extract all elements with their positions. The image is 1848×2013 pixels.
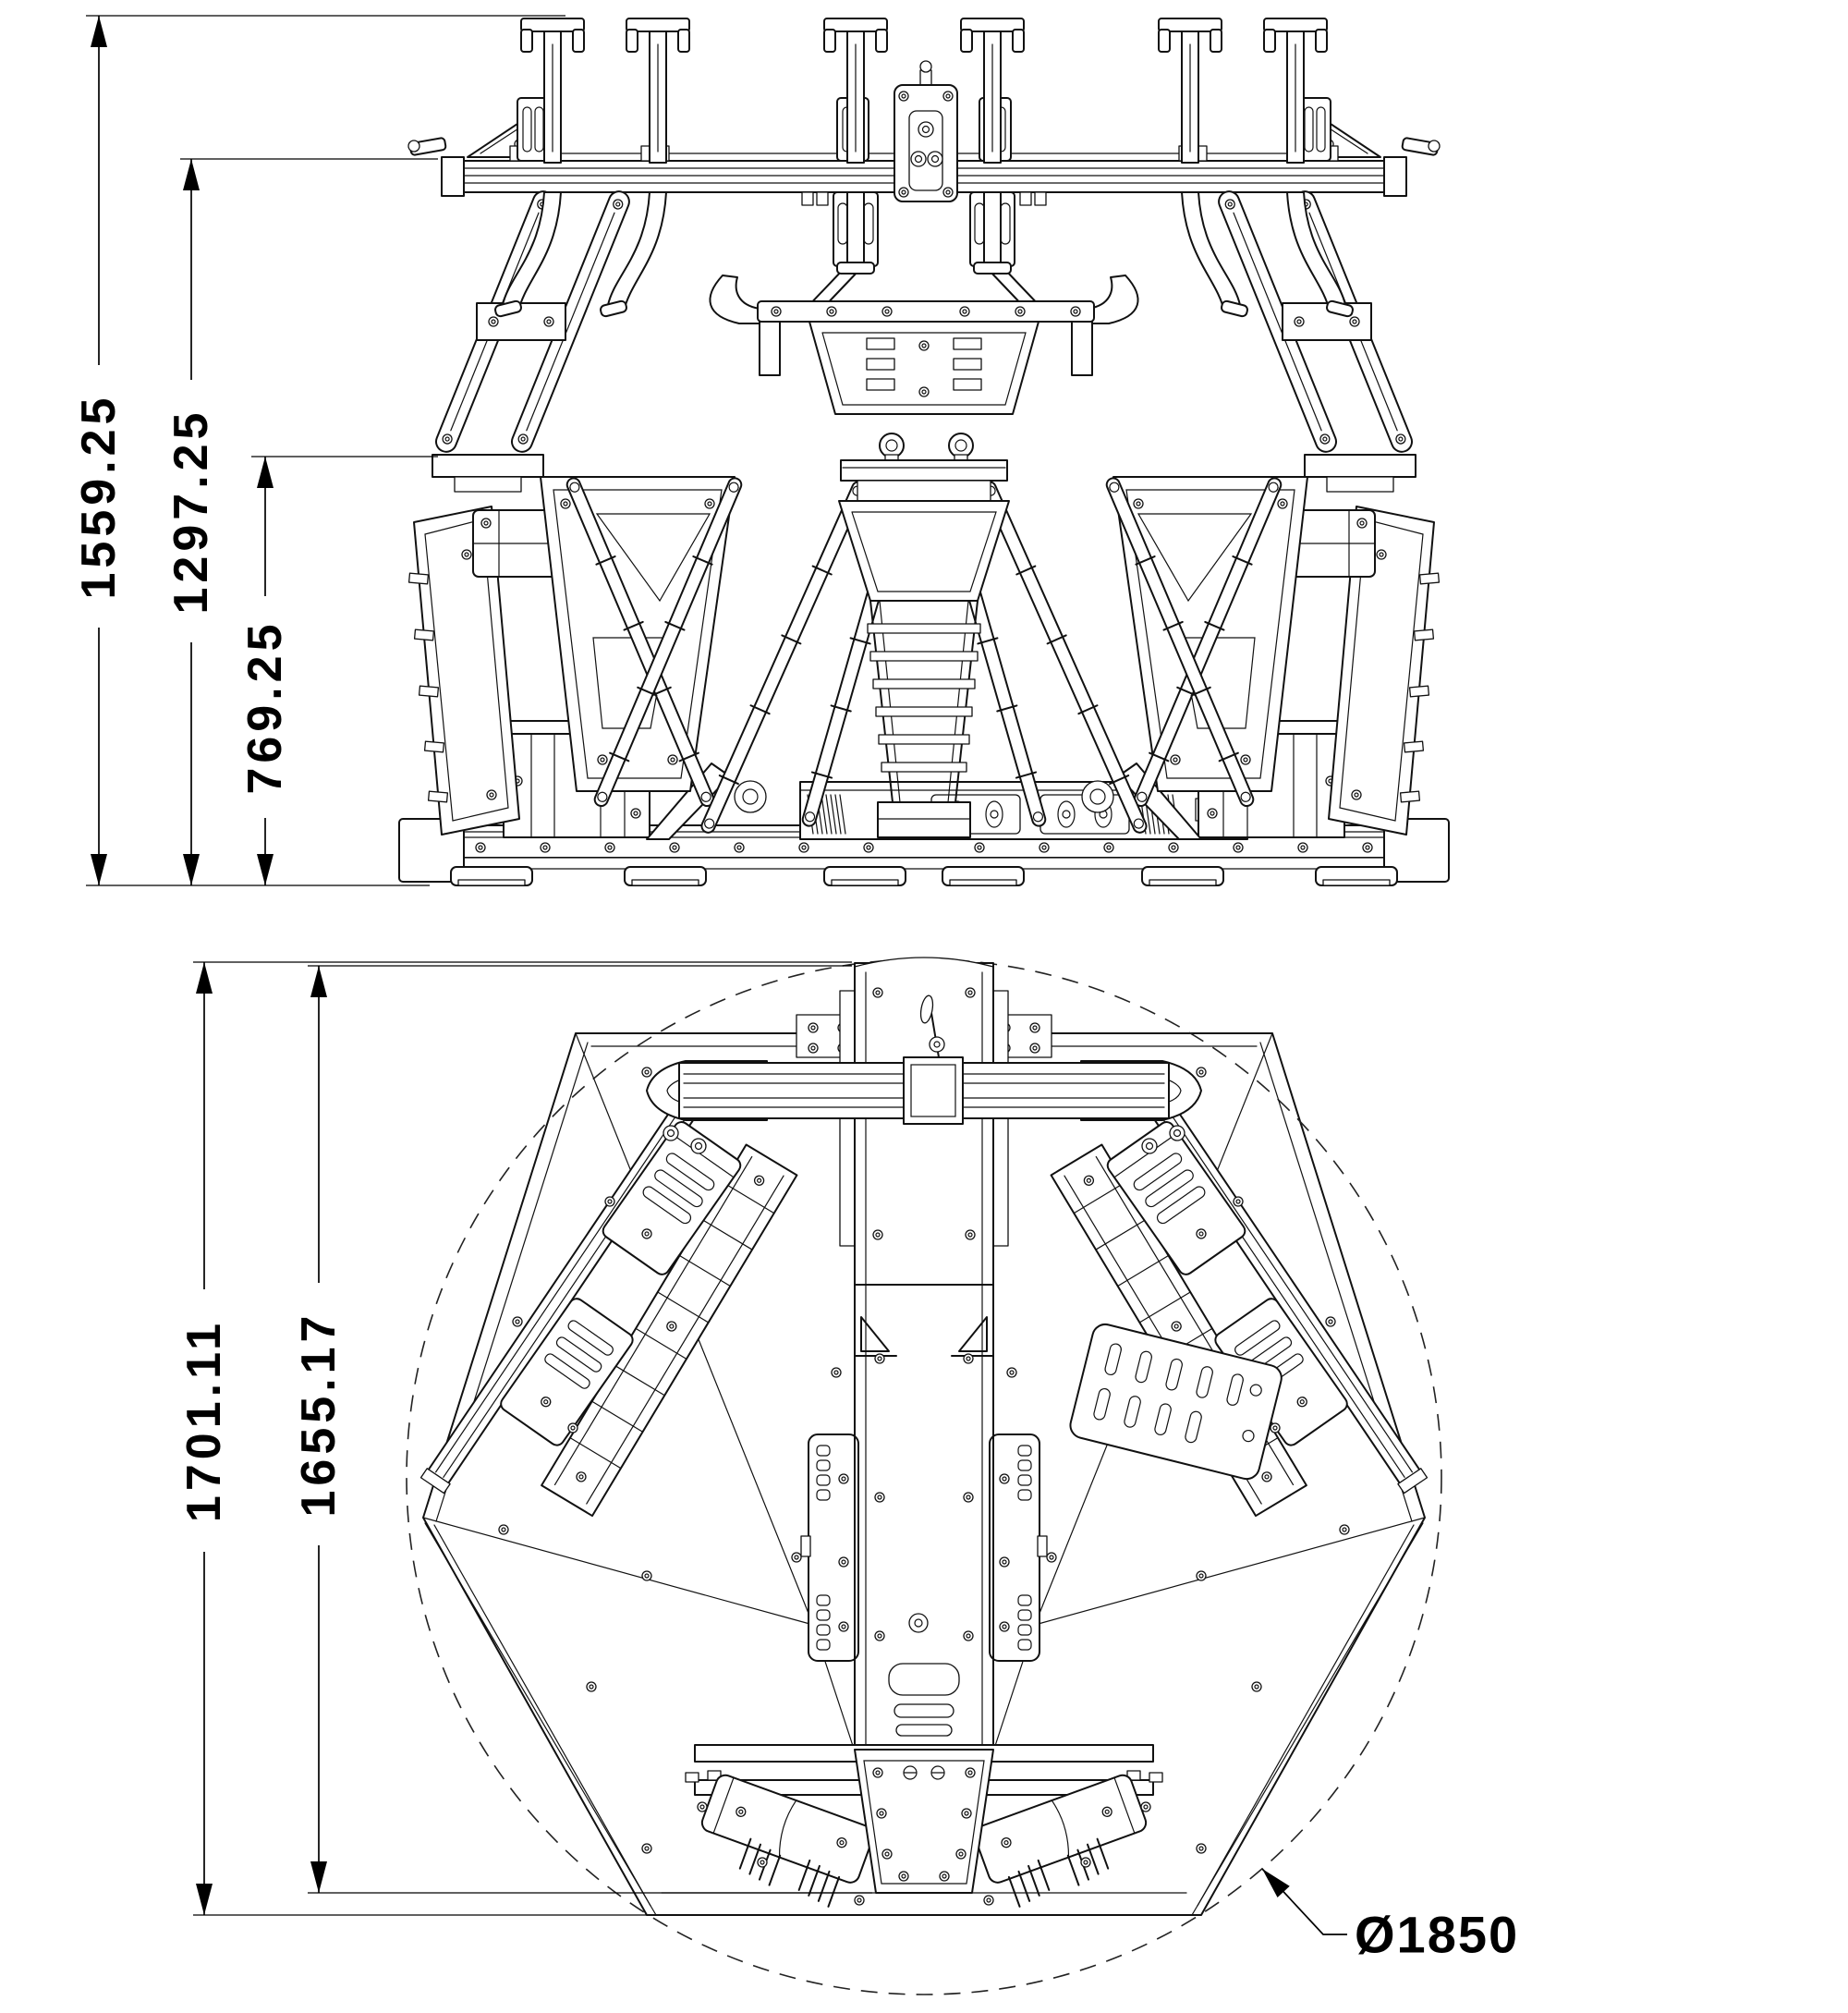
perforated-plate [1069,1323,1283,1481]
dimension-label-overall-height: 1559.25 [72,394,126,600]
center-mount-plate [894,60,958,202]
center-cradle [838,500,1010,838]
diameter-label: Ø1850 [1355,1906,1519,1964]
dimension-label-upper-frame-height: 1297.25 [164,409,218,615]
front-elevation-view: 1559.25 1297.25 769.25 [72,15,1449,886]
seat-frame [709,274,1139,415]
front-right-structure [934,18,1449,885]
plan-crossbar [678,994,1170,1125]
front-left-structure [399,18,914,885]
diameter-callout: Ø1850 [1261,1868,1519,1964]
top-plan-view: 1701.11 1655.17 Ø1850 [177,957,1519,1995]
bottom-bracket [694,1744,1154,1894]
dimension-label-deck-length: 1655.17 [292,1312,346,1518]
dimension-platform-height: 769.25 [238,456,438,885]
dimension-upper-frame-height: 1297.25 [164,158,438,885]
dimension-overall-height: 1559.25 [72,15,565,886]
dimension-overall-length: 1701.11 [177,961,852,1916]
dimension-deck-length: 1655.17 [292,965,872,1894]
center-platform [840,433,1008,502]
dimension-label-overall-length: 1701.11 [177,1319,231,1522]
footprint-circle [406,958,1442,1995]
dimension-label-platform-height: 769.25 [238,619,292,794]
